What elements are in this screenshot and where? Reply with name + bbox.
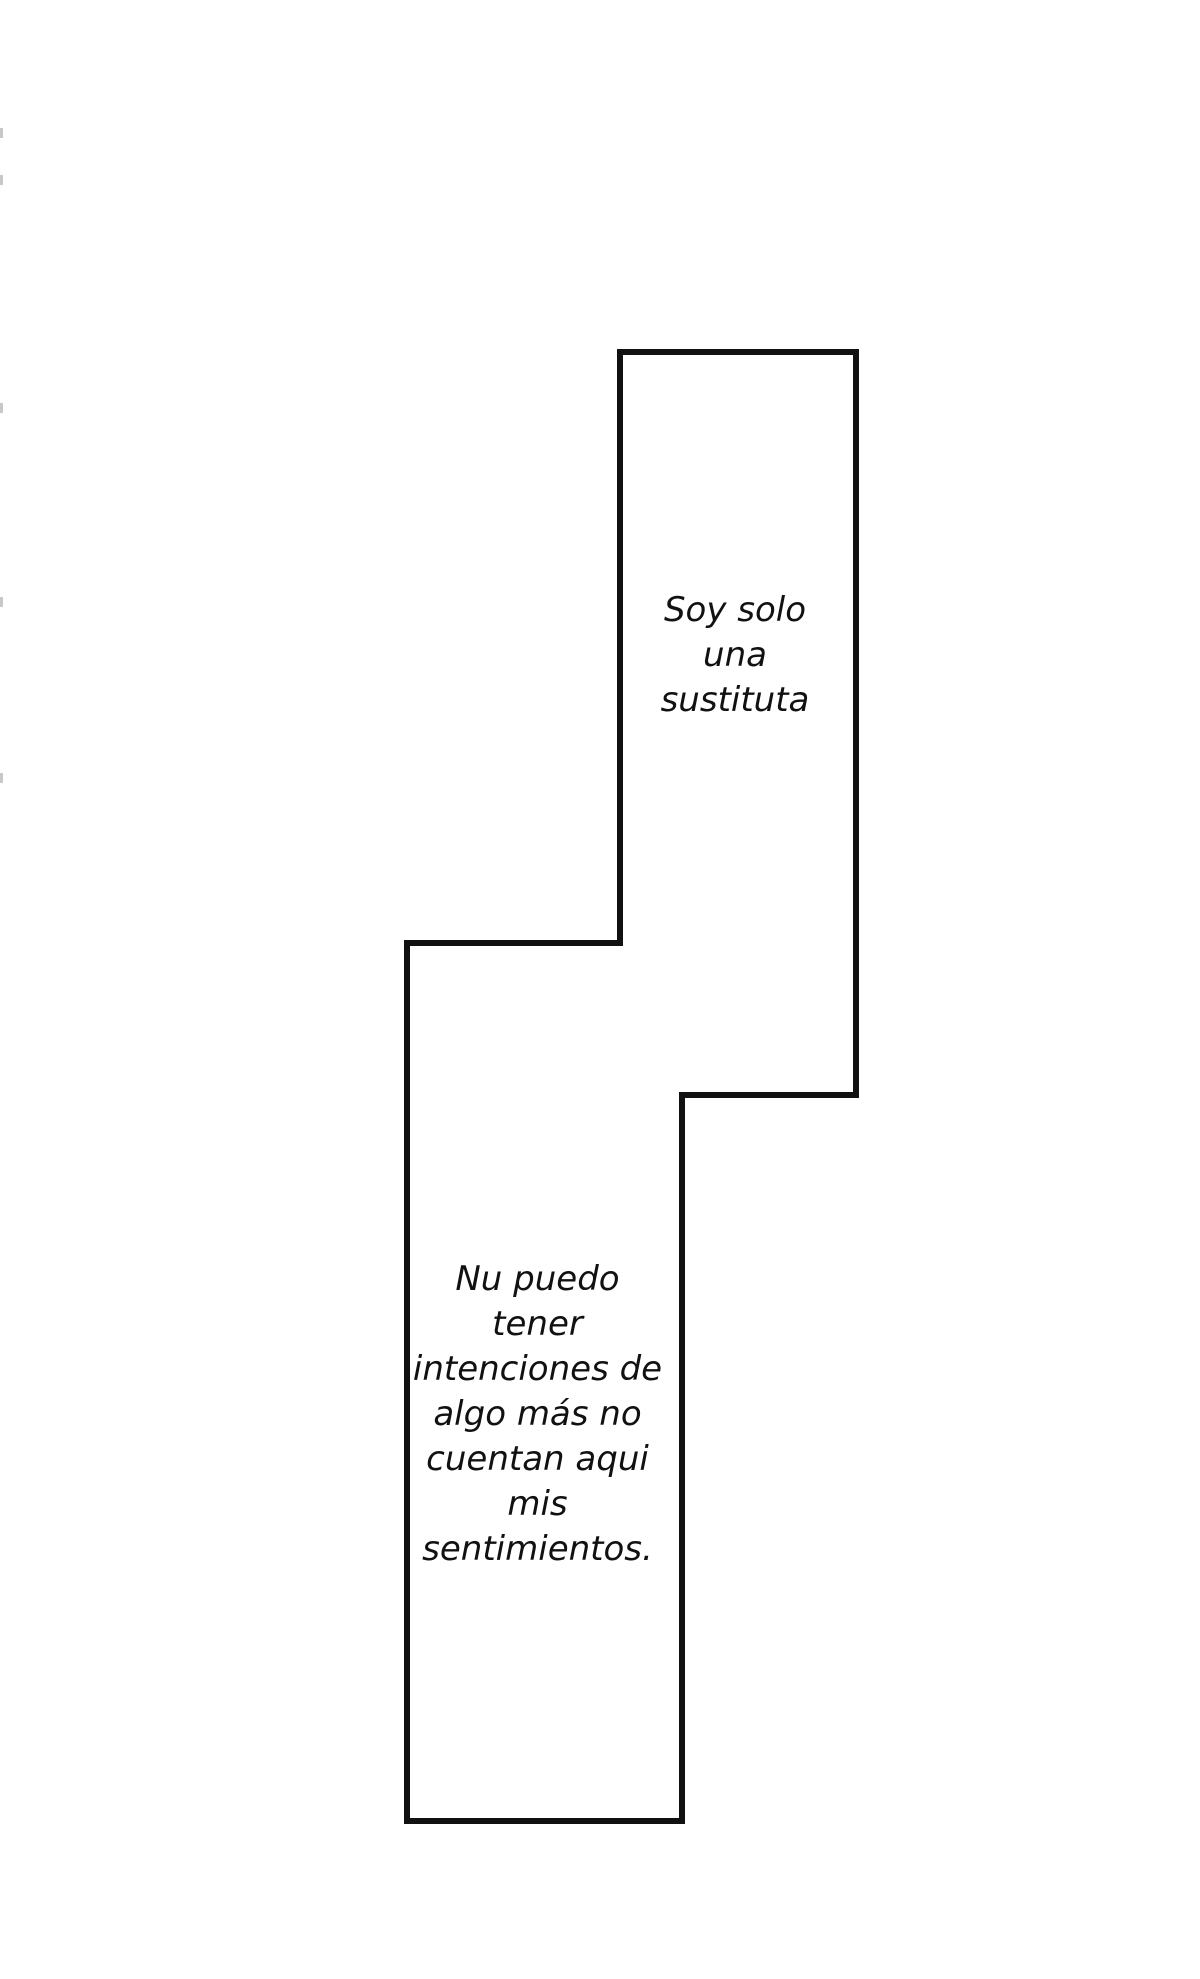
panel-border [404, 349, 859, 1824]
edge-scan-mark [0, 773, 3, 783]
edge-scan-mark [0, 128, 3, 138]
edge-scan-mark [0, 175, 3, 185]
edge-scan-mark [0, 597, 3, 607]
caption-bottom-text: Nu puedo tener intenciones de algo más n… [412, 1259, 663, 1569]
caption-top-text: Soy solo una sustituta [660, 590, 810, 720]
edge-scan-mark [0, 403, 3, 413]
